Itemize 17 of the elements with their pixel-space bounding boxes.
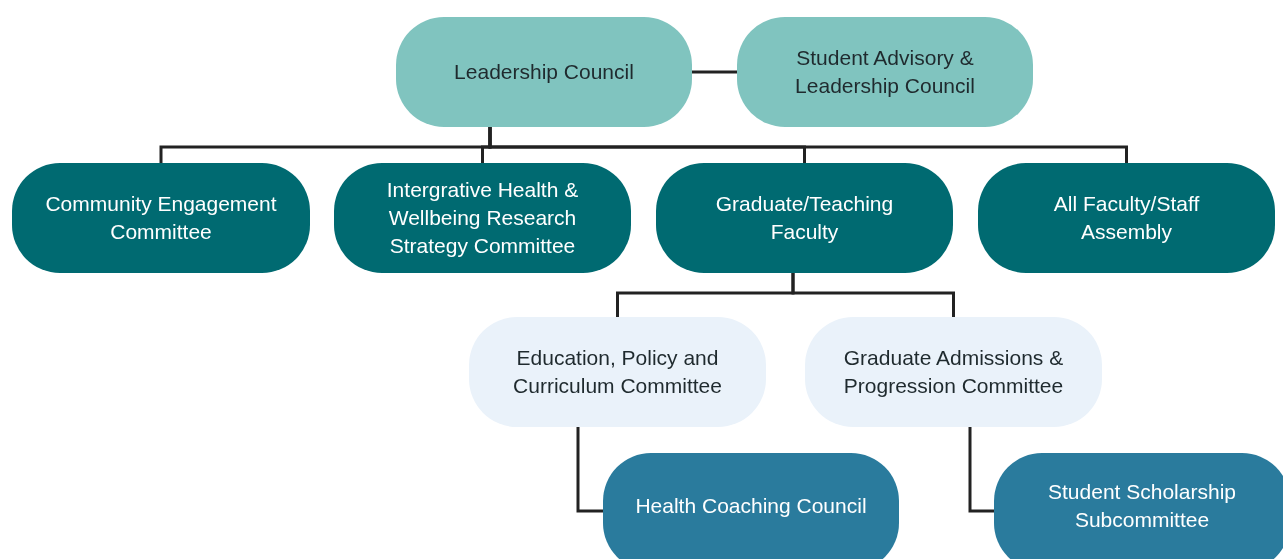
subcommittee-box <box>603 453 899 559</box>
box-label: Health Coaching Council <box>635 493 867 519</box>
connector-line <box>968 427 994 513</box>
connector-line <box>791 273 955 317</box>
subcommittee-box <box>994 453 1283 559</box>
box-label: Education, Policy and Curriculum Committee <box>512 345 723 399</box>
box-label: Student Scholarship Subcommittee <box>1047 479 1237 533</box>
connector-line <box>488 127 1128 163</box>
box-label: Leadership Council <box>454 59 634 85</box>
box-label: Student Advisory & Leadership Council <box>794 45 976 99</box>
box-label: All Faculty/Staff Assembly <box>1052 191 1201 245</box>
box-label: Intergrative Health & Wellbeing Research Strategy Committee <box>385 177 580 259</box>
box-label: Graduate Admissions & Progression Committee <box>842 345 1065 399</box>
connector-line <box>576 427 603 513</box>
connector-line <box>692 70 737 74</box>
box-label: Community Engagement Committee <box>44 191 278 245</box>
box-label: Graduate/Teaching Faculty <box>714 191 895 245</box>
